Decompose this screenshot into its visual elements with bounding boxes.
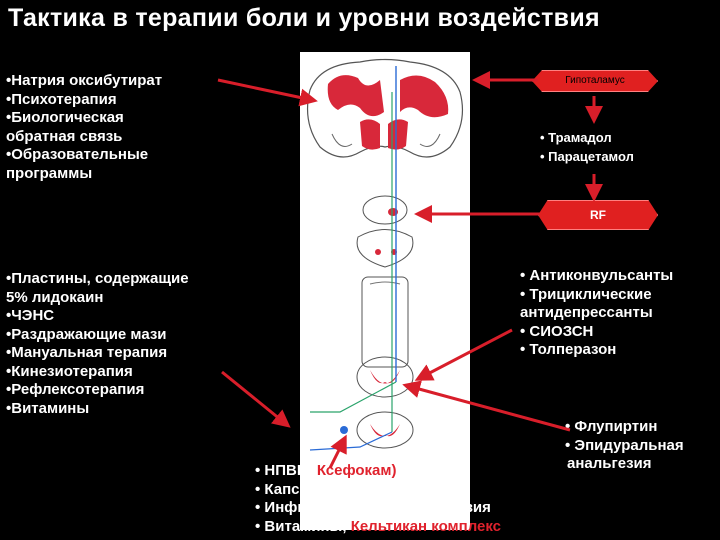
thalamus-left-red	[327, 75, 384, 117]
list-item: •Рефлексотерапия	[6, 381, 145, 398]
list-item: программы	[6, 164, 93, 182]
list-item: • Парацетамол	[540, 149, 634, 164]
list-item: • Трамадол	[540, 130, 612, 145]
list-item: 5% лидокаин	[6, 288, 104, 306]
list-item: •Образовательные	[6, 146, 149, 163]
pons-outline	[362, 195, 408, 225]
bottom-item-1-red: Ксефокам)	[316, 462, 397, 479]
list-item: • Капсаицин	[255, 480, 345, 498]
anatomy-drawing	[307, 58, 463, 451]
peripheral-nerve-blue	[309, 431, 393, 451]
spinal-cord-upper	[361, 276, 409, 368]
list-item: • Антиконвульсанты	[520, 267, 674, 284]
brain-outline	[307, 58, 463, 158]
arrow-to-periphery	[221, 370, 291, 428]
list-item: •Психотерапия	[6, 90, 117, 108]
ganglion-node	[340, 426, 348, 434]
list-item: •Витамины	[6, 399, 90, 417]
list-item: • Трициклические	[520, 285, 652, 303]
page-title: Тактика в терапии боли и уровни воздейст…	[8, 4, 600, 32]
list-item: обратная связь	[6, 127, 123, 145]
list-item: • Толперазон	[520, 341, 617, 358]
arrow-to-nerve	[328, 434, 347, 469]
spinal-segment-1	[356, 356, 414, 398]
arrow-to-lower-segment	[402, 380, 571, 432]
list-item: • Витамины, Кельтикан комплекс	[255, 518, 501, 537]
right-mid-list: • Антиконвульсанты • Трициклические анти…	[520, 267, 673, 360]
hypothalamus-label: Гипоталамус	[532, 70, 658, 92]
peripheral-nerve-green	[310, 381, 397, 413]
spinal-segment-2	[356, 411, 414, 449]
bottom-item-4-text: • Витамины,	[255, 517, 351, 535]
list-item: анальгезия	[567, 455, 652, 472]
list-item: • СИОЗСН	[520, 322, 594, 340]
list-item: •Пластины, содержащие	[6, 270, 189, 287]
brain-lobes	[331, 133, 441, 147]
rf-label: RF	[538, 200, 658, 230]
bottom-item-1-text: • НПВП (	[255, 462, 317, 479]
right-low-list: • Флупиртин • Эпидуральная анальгезия	[565, 418, 684, 474]
medulla-red-left	[375, 249, 381, 255]
list-item: • Инфильтрационная анестезия	[255, 499, 491, 516]
anatomy-diagram	[300, 52, 470, 530]
list-item: • Флупиртин	[565, 418, 658, 435]
arrow-to-cortex	[217, 78, 318, 107]
list-item: •ЧЭНС	[6, 307, 55, 324]
dorsal-horn-red-2	[370, 424, 400, 437]
list-item: •Мануальная терапия	[6, 344, 168, 361]
left-top-list: •Натрия оксибутират •Психотерапия •Биоло…	[6, 72, 162, 183]
midbrain-right-red	[388, 119, 408, 150]
list-item: • НПВП (Ксефокам)	[255, 462, 501, 481]
list-item: •Кинезиотерапия	[6, 362, 133, 380]
cord-detail	[369, 281, 401, 285]
arrow-to-spinal-segment	[414, 328, 513, 381]
bottom-list: • НПВП (Ксефокам) • Капсаицин • Инфильтр…	[255, 462, 501, 536]
list-item: •Натрия оксибутират	[6, 72, 163, 89]
list-item: антидепрессанты	[520, 304, 653, 321]
thalamus-right-red	[400, 75, 449, 118]
list-item: •Биологическая	[6, 109, 124, 126]
left-mid-list: •Пластины, содержащие 5% лидокаин •ЧЭНС …	[6, 270, 189, 418]
list-item: •Раздражающие мази	[6, 325, 167, 343]
medulla-outline	[356, 229, 414, 268]
right-top-list: • Трамадол • Парацетамол	[540, 128, 634, 166]
bottom-item-4-red: Кельтикан комплекс	[350, 517, 502, 535]
midbrain-left-red	[360, 119, 380, 150]
list-item: • Эпидуральная	[565, 436, 684, 454]
